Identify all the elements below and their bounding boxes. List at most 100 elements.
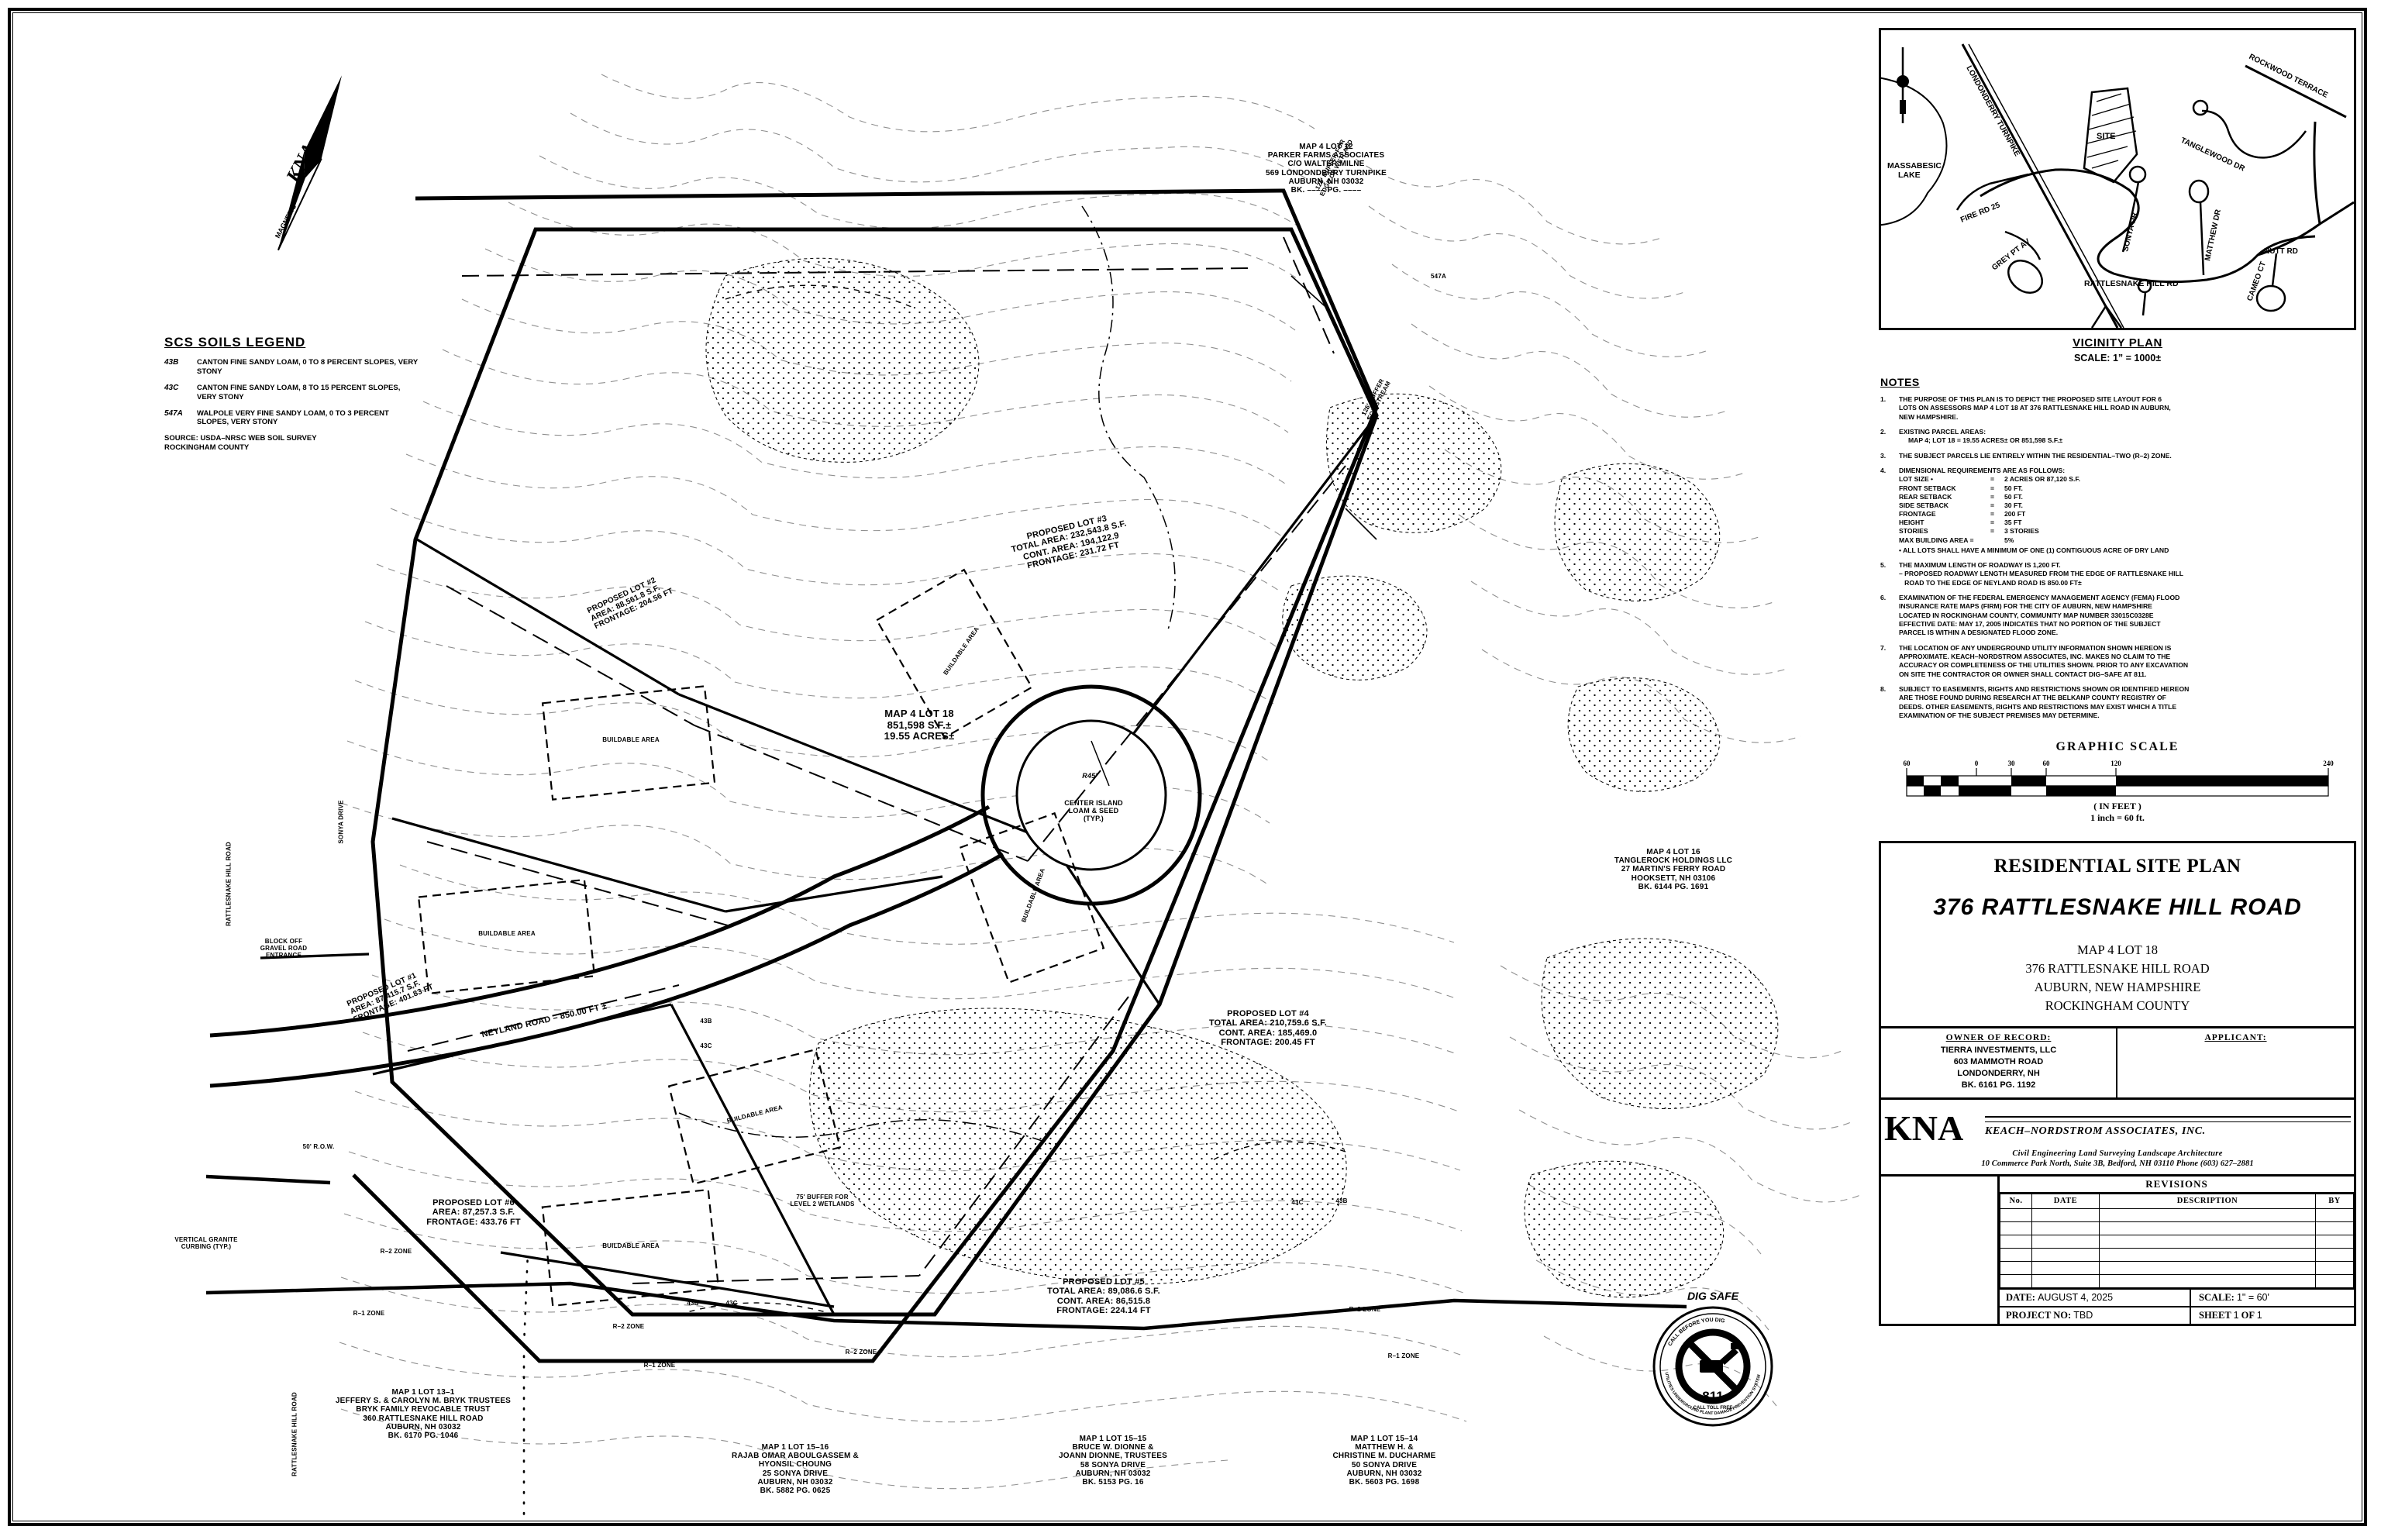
rev-cell-by[interactable] (2315, 1221, 2354, 1235)
note-number-5: 5. (1880, 560, 1887, 569)
label-sonya-drive: SONYA DRIVE (337, 800, 345, 844)
lot5-frontage: FRONTAGE: 224.14 FT (1056, 1305, 1151, 1315)
firm-address: 10 Commerce Park North, Suite 3B, Bedfor… (1981, 1159, 2254, 1168)
rev-cell-by[interactable] (2315, 1234, 2354, 1249)
soil-code-547a: 547A (164, 408, 183, 418)
dim-eq: = (1990, 519, 1995, 527)
zone-label-r2-b: R–2 ZONE (612, 1323, 645, 1330)
notes-heading: NOTES (1880, 376, 1920, 388)
rev-cell-date[interactable] (2031, 1208, 2100, 1222)
abutter-map1lot15-15: MAP 1 LOT 15–15 BRUCE W. DIONNE & JOANN … (1059, 1435, 1167, 1487)
rev-cell-no[interactable] (2000, 1234, 2032, 1249)
rev-cell-by[interactable] (2315, 1273, 2354, 1288)
rev-cell-desc[interactable] (2099, 1247, 2316, 1262)
vicinity-plan-scale: SCALE: 1” = 1000± (2073, 353, 2162, 363)
note-number-1: 1. (1880, 395, 1887, 403)
rev-cell-by[interactable] (2315, 1208, 2354, 1222)
scale-tick-0: 0 (1975, 760, 1979, 767)
dim-row: HEIGHT = 35 FT (1899, 519, 2356, 527)
sheet-label: SHEET (2199, 1309, 2231, 1321)
rev-cell-desc[interactable] (2099, 1273, 2316, 1288)
sheet-of-label: OF (2241, 1309, 2255, 1321)
project-title: 376 RATTLESNAKE HILL ROAD (1933, 894, 2302, 921)
dim-footnote-row: • ALL LOTS SHALL HAVE A MINIMUM OF ONE (… (1899, 546, 2356, 555)
note-item-3: 3. THE SUBJECT PARCELS LIE ENTIRELY WITH… (1880, 452, 2356, 460)
dig-safe-caption: CALL TOLL FREE (1694, 1406, 1733, 1411)
rev-cell-date[interactable] (2031, 1260, 2100, 1275)
label-rattlesnake-hill-road-lower: RATTLESNAKE HILL ROAD (291, 1392, 298, 1476)
scale-tick-60-left: 60 (1904, 760, 1911, 767)
soil-marker-43c-b: 43C (700, 1042, 712, 1049)
massabesic-lake-shape (1881, 77, 1948, 226)
revisions-row[interactable] (2000, 1273, 2354, 1288)
rev-cell-desc[interactable] (2099, 1234, 2316, 1249)
revisions-table[interactable]: No. DATE DESCRIPTION BY (2000, 1193, 2354, 1288)
scale-tick-120: 120 (2111, 760, 2121, 767)
note-item-2: 2. EXISTING PARCEL AREAS: MAP 4; LOT 18 … (1880, 428, 2356, 446)
note-text-6: EXAMINATION OF THE FEDERAL EMERGENCY MAN… (1899, 593, 2180, 637)
dim-footnote: • ALL LOTS SHALL HAVE A MINIMUM OF ONE (… (1899, 546, 2169, 554)
soil-code-43b: 43B (164, 358, 179, 367)
rev-cell-no[interactable] (2000, 1221, 2032, 1235)
note-item-8: 8. SUBJECT TO EASEMENTS, RIGHTS AND REST… (1880, 685, 2356, 720)
rev-cell-desc[interactable] (2099, 1221, 2316, 1235)
soil-marker-43c-a: 43C (1291, 1199, 1304, 1206)
vicinity-label-massabesic-lake-2: LAKE (1898, 171, 1921, 180)
note-text-4: DIMENSIONAL REQUIREMENTS ARE AS FOLLOWS: (1899, 467, 2066, 475)
note-item-7: 7. THE LOCATION OF ANY UNDERGROUND UTILI… (1880, 644, 2356, 679)
graphic-scale: GRAPHIC SCALE 60 0 30 60 120 240 (1879, 740, 2356, 824)
buildable-area-label-6: BUILDABLE AREA (602, 1242, 660, 1249)
lot4-total: TOTAL AREA: 210,759.6 S.F. (1208, 1018, 1328, 1028)
dim-val: 50 FT. (2004, 484, 2023, 492)
soil-legend-row: 547A WALPOLE VERY FINE SANDY LOAM, 0 TO … (164, 409, 420, 428)
revisions-row[interactable] (2000, 1234, 2354, 1249)
applicant-heading: APPLICANT: (2204, 1033, 2267, 1043)
soil-marker-43c-c: 43C (725, 1300, 738, 1307)
lot6-frontage: FRONTAGE: 433.76 FT (426, 1217, 521, 1227)
rev-cell-date[interactable] (2031, 1273, 2100, 1288)
note-item-5: 5. THE MAXIMUM LENGTH OF ROADWAY IS 1,20… (1880, 561, 2356, 587)
abutter-map4lot16: MAP 4 LOT 16 TANGLEROCK HOLDINGS LLC 27 … (1614, 848, 1733, 891)
firm-rule (1985, 1115, 2351, 1122)
dim-val: 30 FT. (2004, 501, 2023, 509)
revisions-row[interactable] (2000, 1208, 2354, 1222)
notes-section: NOTES 1. THE PURPOSE OF THIS PLAN IS TO … (1879, 376, 2356, 720)
rev-cell-date[interactable] (2031, 1247, 2100, 1262)
note-item-1: 1. THE PURPOSE OF THIS PLAN IS TO DEPICT… (1880, 395, 2356, 422)
revisions-row[interactable] (2000, 1260, 2354, 1275)
abutter-map1lot15-14: MAP 1 LOT 15–14 MATTHEW H. & CHRISTINE M… (1332, 1435, 1436, 1487)
site-plan-drawing[interactable]: MAP 4 LOT 18 851,598 S.F.± 19.55 ACRES± … (136, 43, 1873, 1516)
revisions-row[interactable] (2000, 1221, 2354, 1235)
vicinity-label-rattlesnake-hill-rd: RATTLESNAKE HILL RD (2084, 279, 2179, 288)
callout-row-width: 50' R.O.W. (302, 1143, 335, 1150)
lot4-frontage: FRONTAGE: 200.45 FT (1221, 1037, 1315, 1047)
sheet-total: 1 (2256, 1309, 2262, 1321)
rev-col-description: DESCRIPTION (2099, 1193, 2316, 1209)
rev-cell-by[interactable] (2315, 1247, 2354, 1262)
rev-cell-desc[interactable] (2099, 1208, 2316, 1222)
rev-cell-by[interactable] (2315, 1260, 2354, 1275)
rev-cell-no[interactable] (2000, 1260, 2032, 1275)
kna-logo-text: KNA (1884, 1108, 1963, 1146)
owner-of-record-cell: OWNER OF RECORD: TIERRA INVESTMENTS, LLC… (1881, 1028, 2117, 1097)
dim-row: FRONT SETBACK = 50 FT. (1899, 484, 2356, 493)
note-item-4: 4. DIMENSIONAL REQUIREMENTS ARE AS FOLLO… (1880, 467, 2356, 555)
note-item-6: 6. EXAMINATION OF THE FEDERAL EMERGENCY … (1880, 594, 2356, 638)
rev-cell-no[interactable] (2000, 1208, 2032, 1222)
zone-label-r2-d: R–2 ZONE (1349, 1306, 1381, 1313)
dimensional-requirements-table: LOT SIZE • = 2 ACRES OR 87,120 S.F. FRON… (1899, 475, 2356, 555)
revisions-row[interactable] (2000, 1247, 2354, 1262)
rev-cell-no[interactable] (2000, 1273, 2032, 1288)
lot5-cont: CONT. AREA: 86,515.8 (1056, 1296, 1151, 1306)
dim-row: STORIES = 3 STORIES (1899, 527, 2356, 536)
soil-legend-row: 43C CANTON FINE SANDY LOAM, 8 TO 15 PERC… (164, 384, 420, 402)
lot6-label: PROPOSED LOT #6 (432, 1198, 515, 1208)
rev-col-by: BY (2315, 1193, 2354, 1209)
note-text-1: THE PURPOSE OF THIS PLAN IS TO DEPICT TH… (1899, 395, 2171, 421)
graphic-scale-units: ( IN FEET ) (2093, 801, 2142, 812)
vicinity-plan-box[interactable]: MASSABESIC LAKE LONDONDERRY TURNPIKE FIR… (1879, 28, 2356, 330)
rev-cell-desc[interactable] (2099, 1260, 2316, 1275)
rev-cell-date[interactable] (2031, 1221, 2100, 1235)
rev-cell-no[interactable] (2000, 1247, 2032, 1262)
rev-cell-date[interactable] (2031, 1234, 2100, 1249)
